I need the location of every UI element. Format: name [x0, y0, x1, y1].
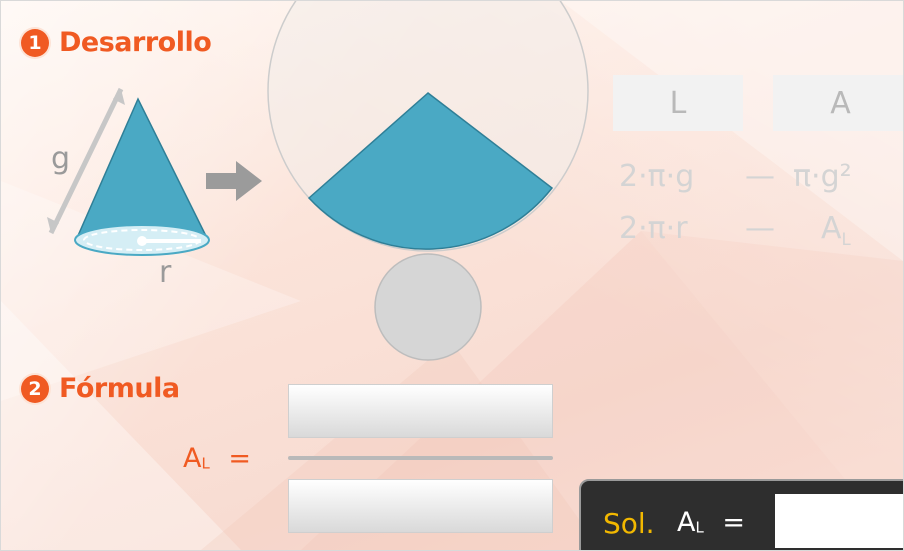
- table-row2-right: AL: [821, 211, 851, 249]
- section-formula-header: 2 Fórmula: [21, 373, 180, 404]
- table-row1-left: 2·π·g: [619, 159, 695, 194]
- radius-label: r: [159, 255, 172, 290]
- solution-panel: Sol. AL =: [579, 479, 903, 550]
- solution-answer-input[interactable]: [775, 494, 903, 548]
- solution-label: Sol.: [603, 507, 655, 540]
- lateral-area-label: AL =: [183, 443, 251, 474]
- arrow-right-icon: [206, 161, 262, 201]
- formula-denominator-input[interactable]: [288, 479, 553, 533]
- table-row1-dash: —: [745, 159, 775, 194]
- table-row2-left: 2·π·r: [619, 211, 688, 246]
- solution-lateral-area-label: AL =: [677, 507, 745, 538]
- header-length: L: [613, 75, 743, 131]
- table-row2-dash: —: [745, 211, 775, 246]
- section-title: Desarrollo: [59, 27, 212, 58]
- cone-body: [75, 97, 209, 239]
- cone-development-diagram: [267, 1, 589, 361]
- step-number-badge: 2: [21, 374, 49, 403]
- formula-numerator-input[interactable]: [288, 384, 553, 438]
- section-desarrollo-header: 1 Desarrollo: [21, 27, 212, 58]
- cone-diagram: [47, 87, 210, 256]
- section-title: Fórmula: [59, 373, 180, 404]
- header-area: A: [773, 75, 903, 131]
- slant-height-arrow: [48, 87, 124, 235]
- fraction-bar: [288, 456, 553, 460]
- base-circle: [374, 253, 482, 361]
- lateral-sector: [307, 92, 554, 250]
- slant-label: g: [51, 141, 71, 176]
- table-row1-right: π·g²: [793, 159, 852, 194]
- step-number-badge: 1: [21, 28, 49, 57]
